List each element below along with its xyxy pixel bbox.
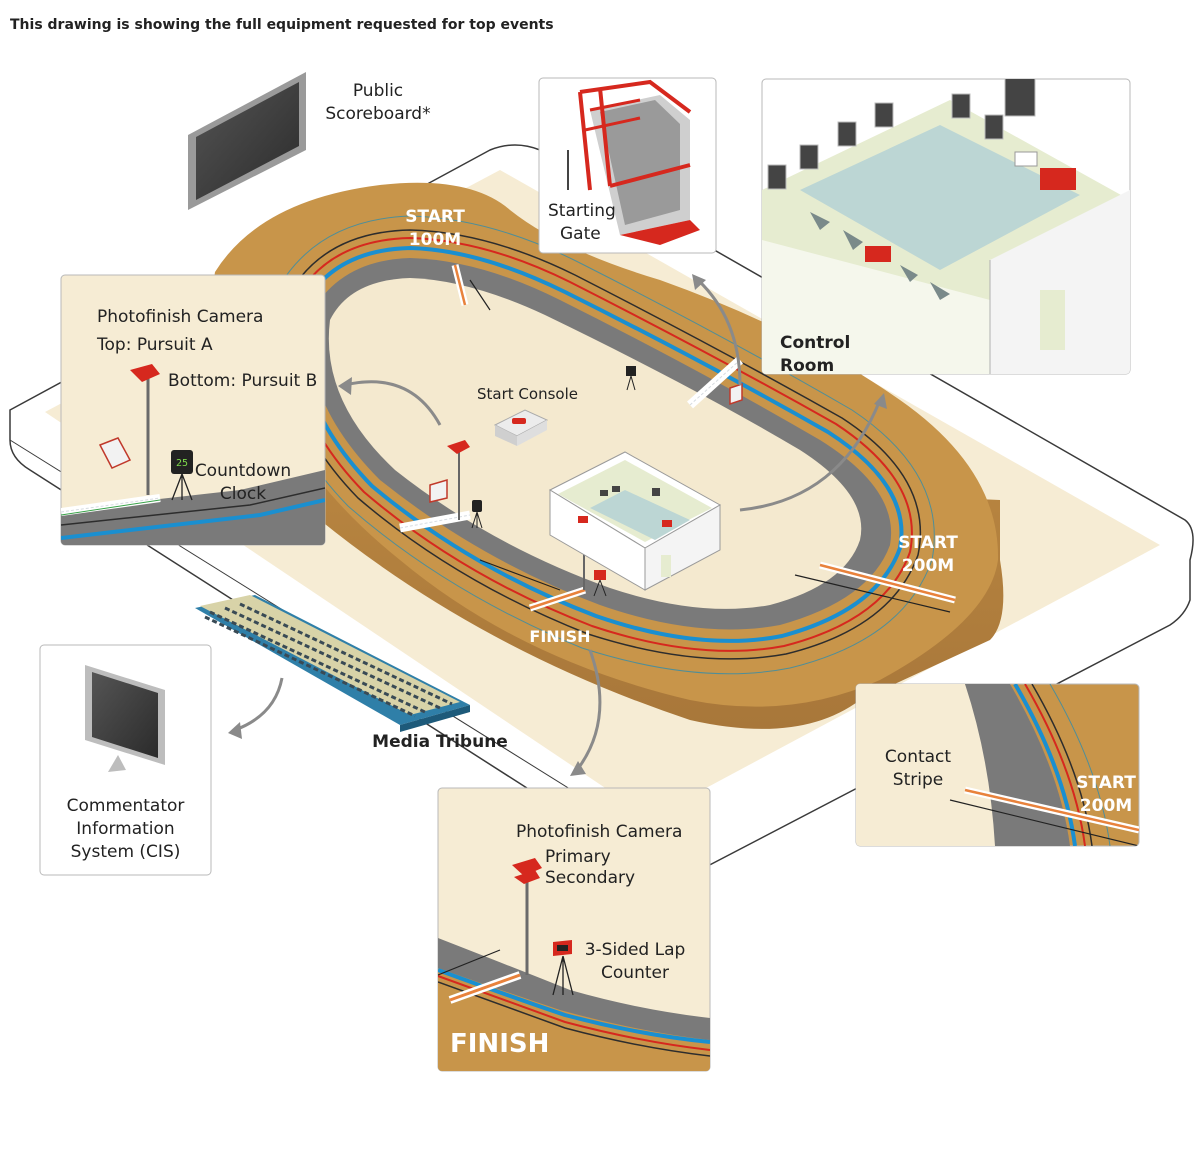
photofinish-pursuit-card: 25 xyxy=(60,274,326,546)
finish-track-label: FINISH xyxy=(529,627,591,646)
finish-camera-primary: Primary xyxy=(545,847,611,867)
control-room-building-icon xyxy=(548,451,722,591)
countdown-clock-small-icon xyxy=(471,500,483,529)
contact-start-200m-label: START 200M xyxy=(1076,773,1136,816)
countdown-clock-label: Countdown Clock xyxy=(194,461,292,504)
start-100m-label: START 100M xyxy=(405,207,465,250)
finish-camera-title: Photofinish Camera xyxy=(516,822,683,842)
control-room-card xyxy=(761,78,1131,375)
cis-card xyxy=(39,644,212,876)
lap-counter-label: 3-Sided Lap Counter xyxy=(584,940,686,983)
velodrome-track xyxy=(213,182,1004,729)
cis-label: Commentator Information System (CIS) xyxy=(66,796,185,862)
public-scoreboard-label: Public Scoreboard* xyxy=(325,81,431,124)
photofinish-camera-pursuit-icon xyxy=(447,440,470,520)
finish-card xyxy=(437,787,711,1072)
lap-counter-icon xyxy=(552,940,574,996)
pursuit-top-label: Top: Pursuit A xyxy=(97,335,213,355)
lap-counter-small-icon xyxy=(626,366,636,391)
start-200m-label: START 200M xyxy=(898,533,958,576)
finish-card-banner: FINISH xyxy=(450,1029,550,1059)
countdown-clock-icon: 25 xyxy=(171,450,193,501)
finish-camera-secondary: Secondary xyxy=(545,868,636,888)
page-title: This drawing is showing the full equipme… xyxy=(10,17,554,33)
starting-gate-small-icon xyxy=(429,382,743,503)
start-console-icon xyxy=(493,409,549,446)
contact-stripe-card xyxy=(855,683,1140,847)
media-tribune-icon xyxy=(195,595,470,732)
starting-gate-label: Starting Gate xyxy=(548,201,616,244)
callout-arrows xyxy=(234,278,882,771)
start-console-label: Start Console xyxy=(477,385,578,403)
arrow-heads xyxy=(228,274,887,776)
pursuit-camera-title: Photofinish Camera xyxy=(97,307,264,327)
media-tribune-label: Media Tribune xyxy=(372,732,508,752)
control-room-label: Control Room xyxy=(780,333,851,376)
clock-value: 25 xyxy=(176,458,188,469)
starting-gate-card xyxy=(538,77,717,254)
contact-stripe-label: Contact Stripe xyxy=(884,747,952,790)
pursuit-bottom-label: Bottom: Pursuit B xyxy=(168,371,318,391)
public-scoreboard-icon xyxy=(188,72,306,210)
